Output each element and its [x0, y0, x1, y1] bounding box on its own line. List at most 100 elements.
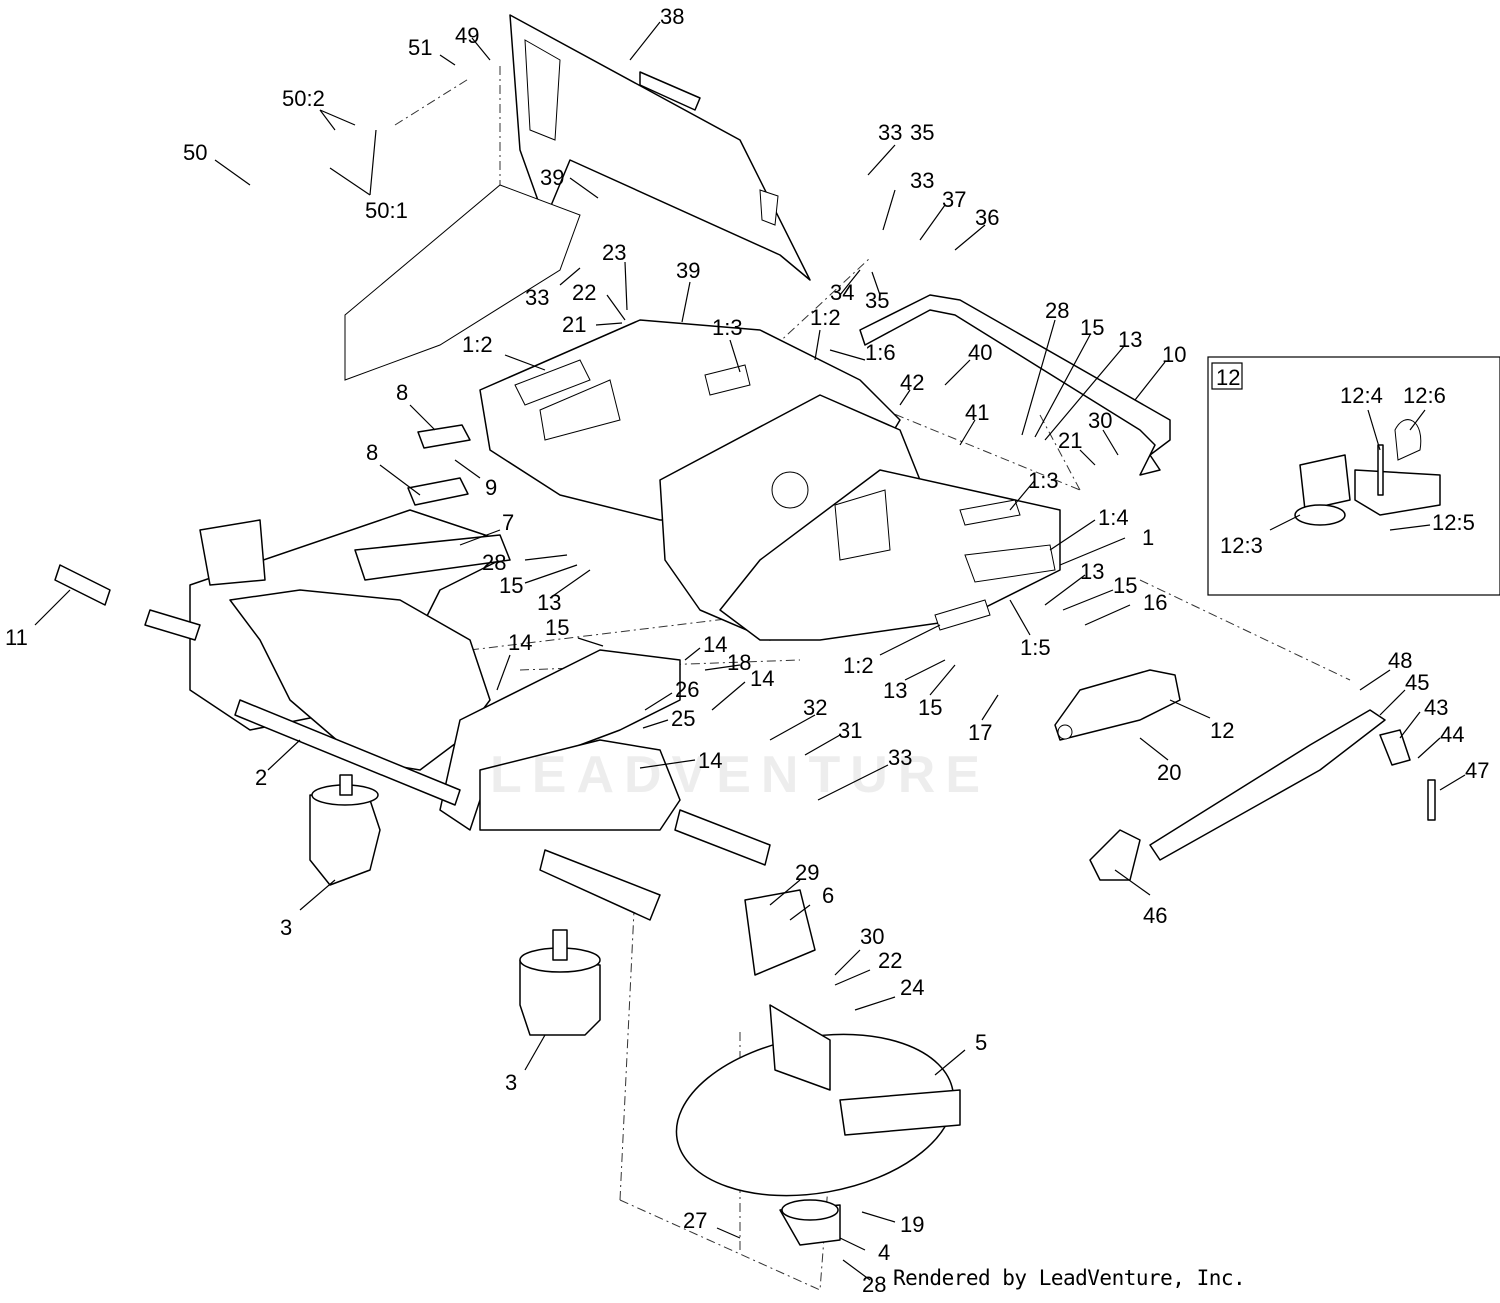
callout-12: 12	[1210, 718, 1234, 743]
callout-9: 9	[485, 475, 497, 500]
callout-42: 42	[900, 370, 924, 395]
callout-18: 18	[727, 650, 751, 675]
callouts: 51 49 38 50:2 50 50:1 39 23 33 22 21 39 …	[5, 4, 1489, 1297]
callout-10: 10	[1162, 342, 1186, 367]
callout-12-6: 12:6	[1403, 383, 1446, 408]
callout-39-upper: 39	[540, 165, 564, 190]
callout-50-1: 50:1	[365, 198, 408, 223]
callout-11: 11	[5, 625, 28, 650]
callout-21-right: 21	[1058, 428, 1082, 453]
callout-1-2-mid: 1:2	[810, 305, 841, 330]
callout-32: 32	[803, 695, 827, 720]
callout-24: 24	[900, 975, 924, 1000]
callout-48: 48	[1388, 648, 1412, 673]
callout-14-d: 14	[698, 748, 722, 773]
callout-8-lower: 8	[366, 440, 378, 465]
callout-50-2: 50:2	[282, 86, 325, 111]
callout-27: 27	[683, 1208, 707, 1233]
callout-1-6: 1:6	[865, 340, 896, 365]
callout-35-lower: 35	[865, 288, 889, 313]
callout-22-lower: 22	[878, 948, 902, 973]
render-credit: Rendered by LeadVenture, Inc.	[893, 1266, 1246, 1290]
callout-35-top: 35	[910, 120, 934, 145]
callout-41: 41	[965, 400, 989, 425]
callout-25: 25	[671, 706, 695, 731]
callout-39-mid: 39	[676, 258, 700, 283]
callout-37: 37	[942, 187, 966, 212]
inset-detail-12: 12	[1207, 356, 1500, 596]
callout-2: 2	[255, 765, 267, 790]
callout-16: 16	[1143, 590, 1167, 615]
callout-14-a: 14	[508, 630, 532, 655]
callout-29: 29	[795, 860, 819, 885]
callout-12-3: 12:3	[1220, 533, 1263, 558]
callout-3-left: 3	[280, 915, 292, 940]
callout-33-mid: 33	[910, 168, 934, 193]
callout-13-left: 13	[537, 590, 561, 615]
callout-30-right: 30	[1088, 408, 1112, 433]
callout-15-left: 15	[499, 573, 523, 598]
callout-23: 23	[602, 240, 626, 265]
back-panel-38	[344, 14, 811, 381]
callout-7: 7	[502, 510, 514, 535]
callout-1-2-lower: 1:2	[843, 653, 874, 678]
callout-51: 51	[408, 35, 432, 60]
callout-33-left: 33	[525, 285, 549, 310]
callout-45: 45	[1405, 670, 1429, 695]
callout-36: 36	[975, 205, 999, 230]
callout-21-upper: 21	[562, 312, 586, 337]
callout-46: 46	[1143, 903, 1167, 928]
callout-1: 1	[1142, 525, 1154, 550]
callout-12-5: 12:5	[1432, 510, 1475, 535]
callout-20: 20	[1157, 760, 1181, 785]
callout-28-right: 28	[1045, 298, 1069, 323]
rod-10	[859, 294, 1171, 476]
shafts-11	[54, 564, 771, 921]
callout-15-lower: 15	[918, 695, 942, 720]
lever-assembly-12	[1054, 669, 1181, 741]
deck-housing-1	[479, 319, 1061, 641]
callout-33-lower: 33	[888, 745, 912, 770]
callout-50: 50	[183, 140, 207, 165]
callout-22-upper: 22	[572, 280, 596, 305]
callout-17: 17	[968, 720, 992, 745]
callout-49: 49	[455, 23, 479, 48]
callout-30-lower: 30	[860, 924, 884, 949]
callout-14-c: 14	[750, 666, 774, 691]
callout-31: 31	[838, 718, 862, 743]
callout-4: 4	[878, 1240, 890, 1265]
callout-15-mid: 15	[545, 615, 569, 640]
callout-47: 47	[1465, 758, 1489, 783]
callout-13-lower: 13	[883, 678, 907, 703]
callout-19: 19	[900, 1212, 924, 1237]
callout-40: 40	[968, 340, 992, 365]
callout-5: 5	[975, 1030, 987, 1055]
leader-lines	[34, 21, 1466, 1281]
callout-3-center: 3	[505, 1070, 517, 1095]
callout-1-3-upper: 1:3	[712, 315, 743, 340]
callout-26: 26	[675, 677, 699, 702]
callout-13-right: 13	[1118, 327, 1142, 352]
frame-assembly-2	[189, 509, 681, 831]
callout-28-bottom: 28	[862, 1272, 886, 1297]
deck-plate-5	[675, 889, 961, 1246]
inset-label: 12	[1216, 365, 1240, 390]
callout-43: 43	[1424, 695, 1448, 720]
hydraulic-motor-3-left	[309, 774, 381, 886]
watermark: LEADVENTURE	[490, 746, 991, 804]
callout-1-4: 1:4	[1098, 505, 1129, 530]
callout-12-4: 12:4	[1340, 383, 1383, 408]
callout-15-lower-right: 15	[1113, 573, 1137, 598]
callout-6: 6	[822, 883, 834, 908]
callout-8-upper: 8	[396, 380, 408, 405]
callout-33-top: 33	[878, 120, 902, 145]
callout-13-lower-right: 13	[1080, 559, 1104, 584]
callout-34: 34	[830, 280, 854, 305]
spindle-45-46	[1089, 709, 1436, 881]
callout-44: 44	[1440, 722, 1464, 747]
callout-1-5: 1:5	[1020, 635, 1051, 660]
callout-14-b: 14	[703, 632, 727, 657]
callout-1-2-left: 1:2	[462, 332, 493, 357]
callout-15-right: 15	[1080, 315, 1104, 340]
